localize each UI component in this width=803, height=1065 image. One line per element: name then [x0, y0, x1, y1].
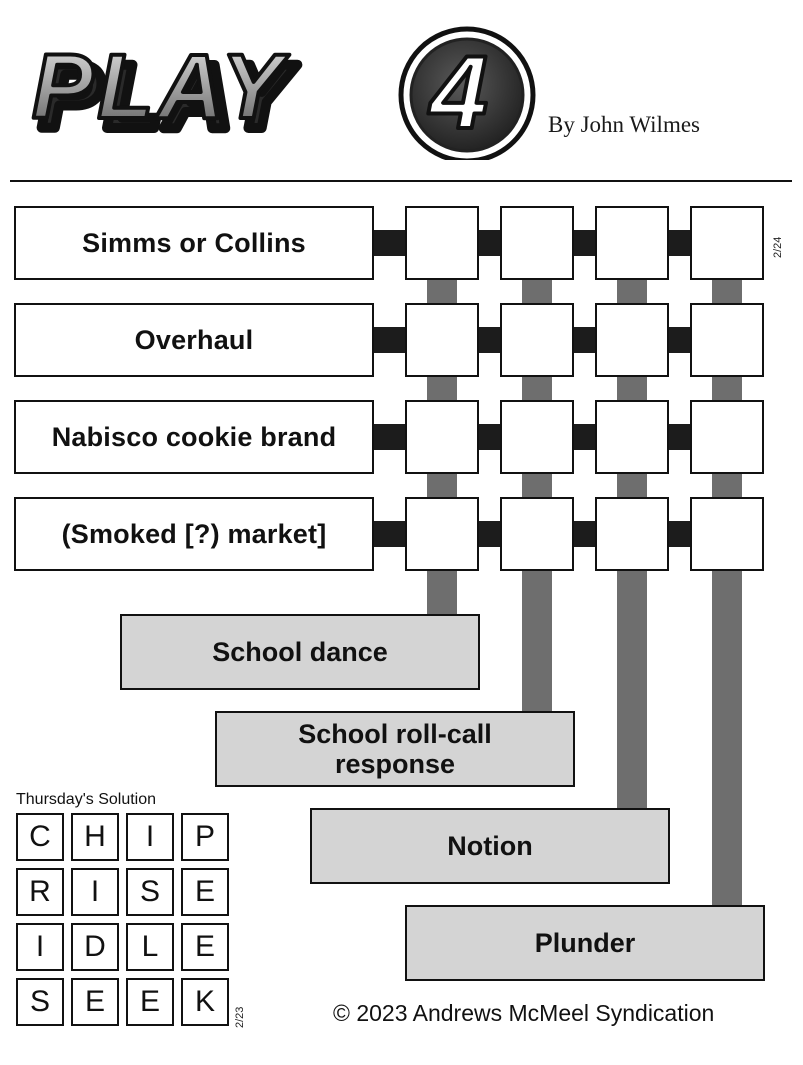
across-clue-3: Nabisco cookie brand	[14, 400, 374, 474]
solution-letter-r2c2: I	[71, 868, 119, 916]
play4-logo: PLAY PLAY 4	[30, 26, 536, 160]
answer-cell-r3c4[interactable]	[690, 400, 764, 474]
byline: By John Wilmes	[548, 112, 700, 137]
answer-cell-r4c3[interactable]	[595, 497, 669, 571]
answer-cell-r2c3[interactable]	[595, 303, 669, 377]
answer-cell-r4c4[interactable]	[690, 497, 764, 571]
solution-letter-r3c4: E	[181, 923, 229, 971]
answer-cell-r1c3[interactable]	[595, 206, 669, 280]
down-clue-2: School roll-call response	[215, 711, 575, 787]
solution-letter-r2c4: E	[181, 868, 229, 916]
copyright-notice: © 2023 Andrews McMeel Syndication	[333, 1000, 715, 1026]
solution-title: Thursday's Solution	[16, 791, 157, 808]
answer-cell-r4c2[interactable]	[500, 497, 574, 571]
answer-cell-r3c1[interactable]	[405, 400, 479, 474]
across-connector	[571, 327, 599, 353]
solution-letter-r4c4: K	[181, 978, 229, 1026]
logo-number: 4	[428, 35, 488, 151]
across-clue-4: (Smoked [?) market]	[14, 497, 374, 571]
solution-letter-r2c1: R	[16, 868, 64, 916]
across-connector	[666, 327, 694, 353]
down-clue-1: School dance	[120, 614, 480, 690]
answer-cell-r1c4[interactable]	[690, 206, 764, 280]
down-clue-4: Plunder	[405, 905, 765, 981]
across-connector	[571, 521, 599, 547]
logo-word: PLAY	[32, 36, 290, 138]
solution-letter-r1c1: C	[16, 813, 64, 861]
answer-cell-r2c2[interactable]	[500, 303, 574, 377]
answer-cell-r2c1[interactable]	[405, 303, 479, 377]
across-connector	[372, 521, 408, 547]
across-connector	[666, 521, 694, 547]
across-connector	[666, 424, 694, 450]
solution-letter-r1c2: H	[71, 813, 119, 861]
across-connector	[476, 521, 504, 547]
answer-cell-r3c3[interactable]	[595, 400, 669, 474]
solution-date: 2/23	[234, 1006, 246, 1028]
answer-cell-r4c1[interactable]	[405, 497, 479, 571]
across-connector	[476, 230, 504, 256]
svg-text:PLAY: PLAY	[40, 46, 298, 148]
solution-letter-r1c4: P	[181, 813, 229, 861]
across-connector	[666, 230, 694, 256]
answer-cell-r3c2[interactable]	[500, 400, 574, 474]
answer-cell-r2c4[interactable]	[690, 303, 764, 377]
across-connector	[571, 230, 599, 256]
across-connector	[476, 424, 504, 450]
across-connector	[476, 327, 504, 353]
across-clue-2: Overhaul	[14, 303, 374, 377]
answer-cell-r1c1[interactable]	[405, 206, 479, 280]
across-connector	[571, 424, 599, 450]
across-clue-1: Simms or Collins	[14, 206, 374, 280]
solution-letter-r3c1: I	[16, 923, 64, 971]
puzzle-date: 2/24	[772, 236, 784, 258]
solution-letter-r4c3: E	[126, 978, 174, 1026]
solution-letter-r1c3: I	[126, 813, 174, 861]
solution-letter-r4c2: E	[71, 978, 119, 1026]
down-connector-4	[712, 278, 742, 908]
solution-letter-r3c2: D	[71, 923, 119, 971]
down-clue-3: Notion	[310, 808, 670, 884]
solution-letter-r3c3: L	[126, 923, 174, 971]
solution-letter-r2c3: S	[126, 868, 174, 916]
header-divider	[10, 180, 792, 182]
answer-cell-r1c2[interactable]	[500, 206, 574, 280]
across-connector	[372, 424, 408, 450]
solution-letter-r4c1: S	[16, 978, 64, 1026]
across-connector	[372, 327, 408, 353]
across-connector	[372, 230, 408, 256]
